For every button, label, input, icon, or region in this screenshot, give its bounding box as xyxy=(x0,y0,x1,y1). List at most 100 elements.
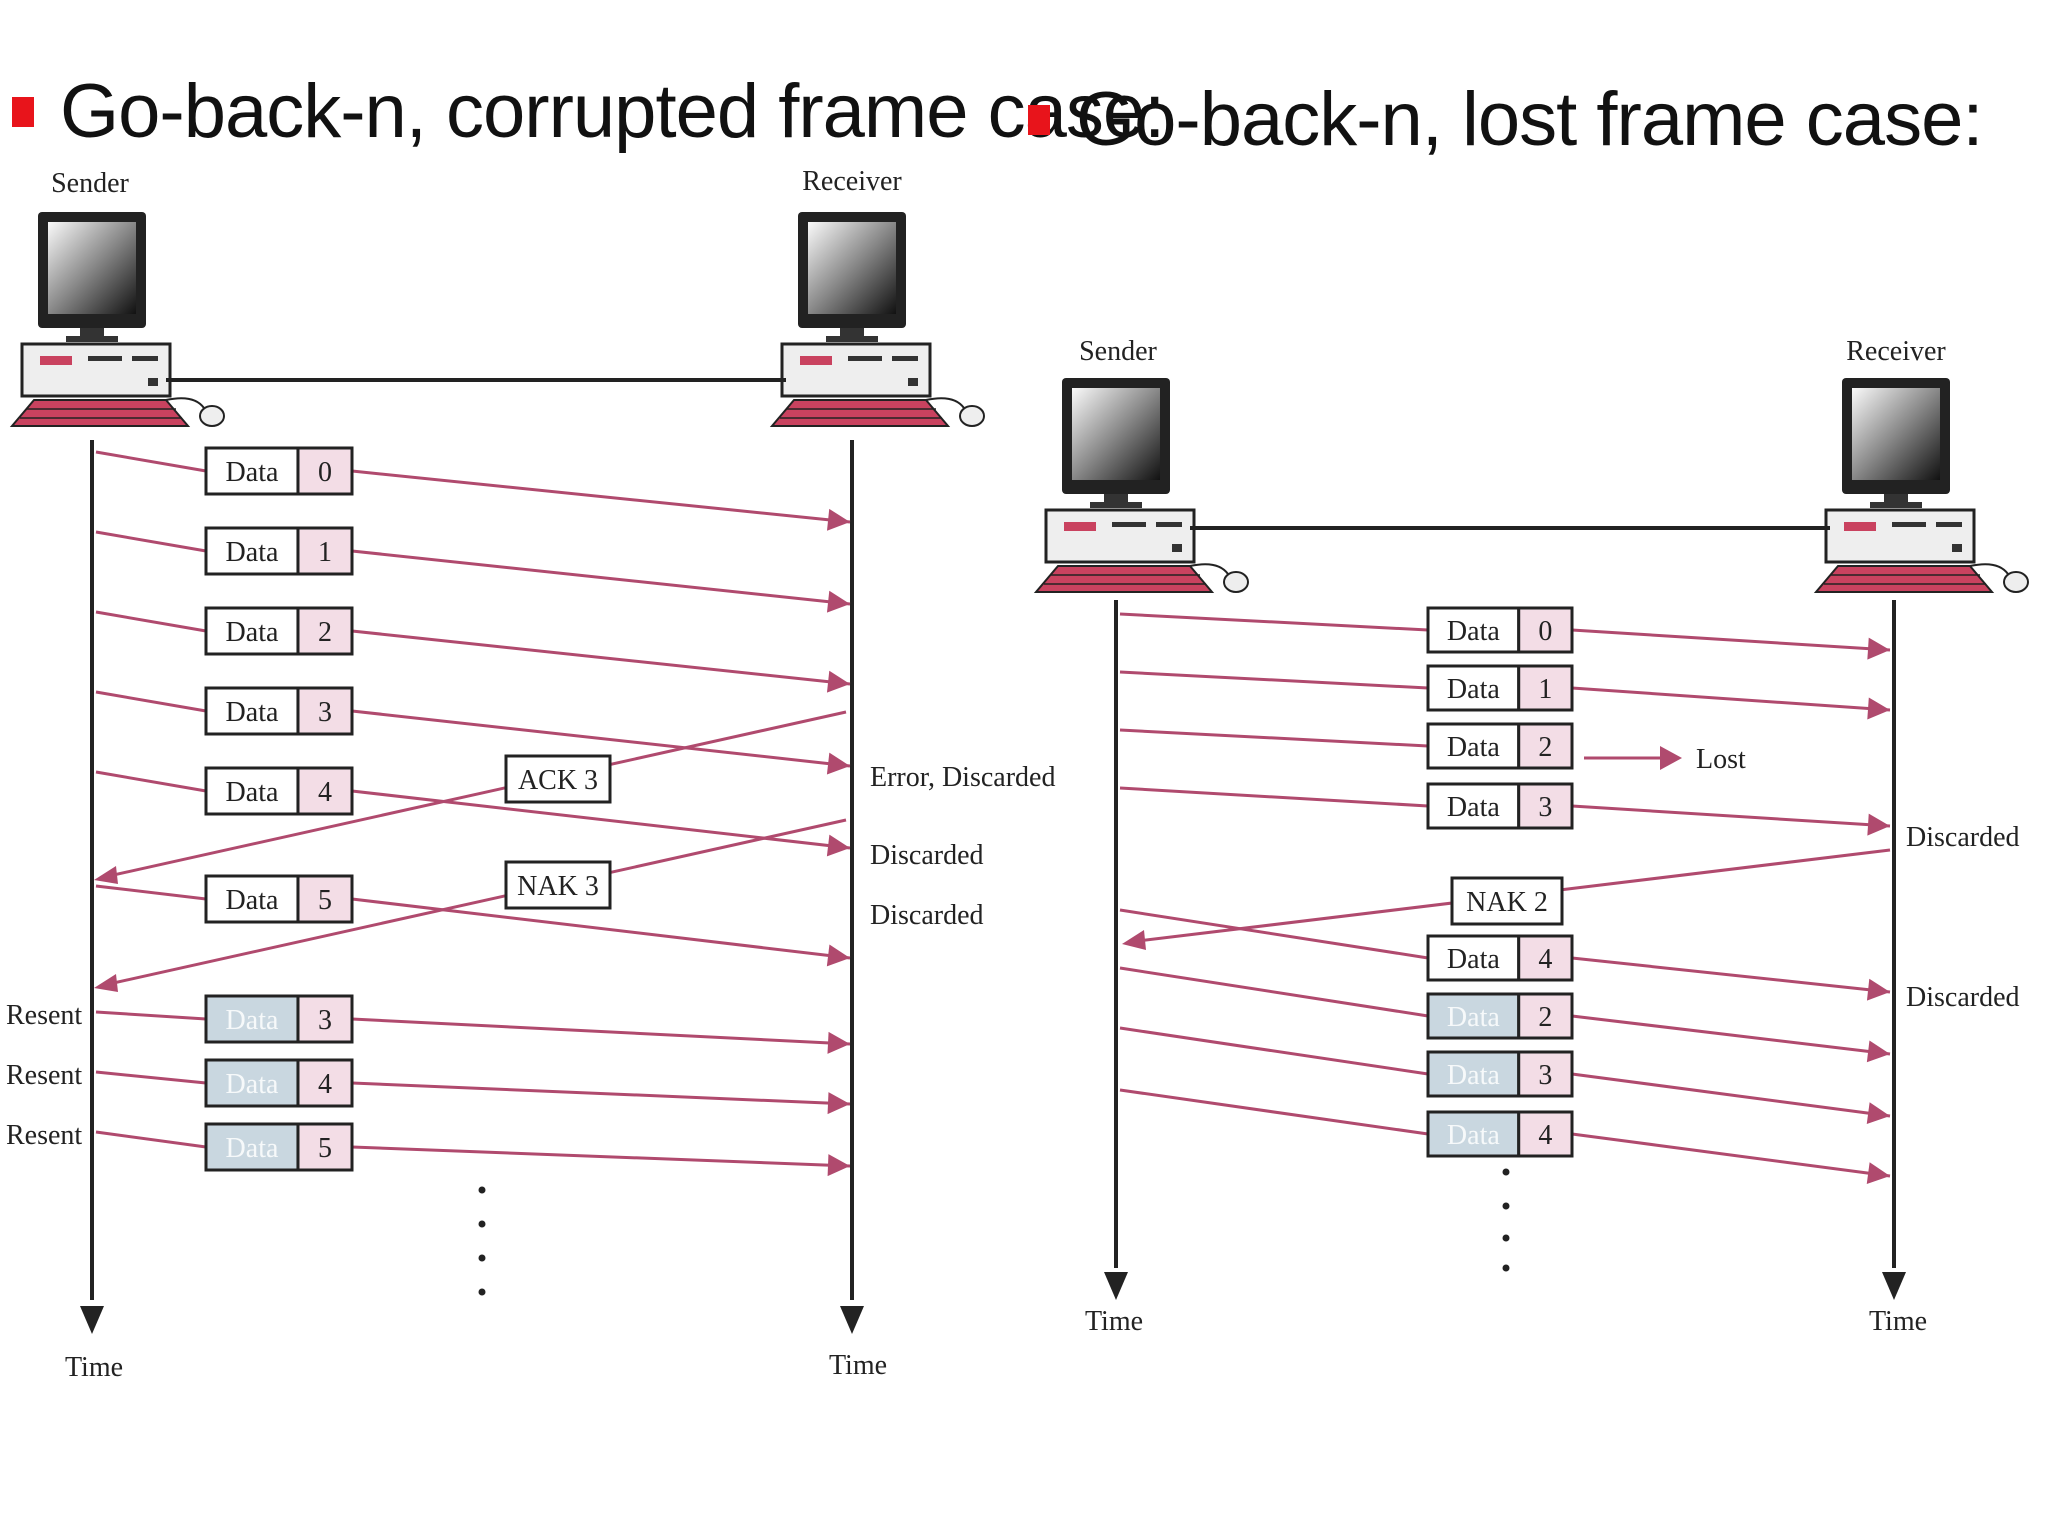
resent-data-frame: Data 5 xyxy=(95,1122,851,1177)
frame-label: Data xyxy=(1447,616,1500,647)
arrowhead-icon xyxy=(1866,978,1890,1001)
receiver-time-label: Time xyxy=(829,1350,887,1381)
continuation-dots xyxy=(1502,1168,1510,1272)
frame-label: Data xyxy=(226,457,279,488)
frame-number: 2 xyxy=(1538,1002,1552,1033)
frame-number-cell xyxy=(1517,934,1574,982)
arrowhead-icon xyxy=(1866,1040,1890,1063)
resent-label: Resent xyxy=(6,1060,82,1091)
frame-number: 4 xyxy=(318,777,332,808)
heading-lost-text: Go-back-n, lost frame case: xyxy=(1076,77,1983,162)
frame-number-cell xyxy=(296,446,354,496)
data-frame: Data 0 xyxy=(95,446,851,531)
frame-number-cell xyxy=(1517,606,1574,654)
arrowhead-icon xyxy=(1866,1102,1890,1125)
receiver-time-arrow-icon xyxy=(1882,1272,1906,1300)
resent-data-frame: Data 3 xyxy=(95,994,851,1054)
nak-3-label: NAK 3 xyxy=(517,871,599,902)
data-frame: Data 4 xyxy=(95,766,851,857)
outcome-lost: Lost xyxy=(1696,744,1746,775)
frame-label-cell xyxy=(204,606,300,656)
sender-label: Sender xyxy=(1079,336,1157,367)
arrowhead-icon xyxy=(826,590,850,613)
sender-label: Sender xyxy=(51,168,129,199)
frame-number-cell xyxy=(296,686,354,736)
bullet-icon xyxy=(1028,104,1050,135)
arrowhead-icon xyxy=(826,834,850,857)
frame-number: 5 xyxy=(318,1133,332,1164)
frame-number: 0 xyxy=(1538,616,1552,647)
outcome-discarded: Discarded xyxy=(870,900,984,931)
computer-icon xyxy=(770,210,986,428)
frame-number-cell xyxy=(296,874,354,924)
heading-lost-case: Go-back-n, lost frame case: xyxy=(1028,76,1983,163)
outcome-discarded: Discarded xyxy=(870,840,984,871)
frame-number-cell xyxy=(1517,1050,1574,1098)
frame-label-cell xyxy=(204,1058,300,1108)
sender-time-label: Time xyxy=(1085,1306,1143,1337)
arrowhead-icon xyxy=(94,866,118,884)
arrowhead-icon xyxy=(1866,1162,1890,1185)
frame-label: Data xyxy=(226,537,279,568)
frame-number: 2 xyxy=(318,617,332,648)
resent-label: Resent xyxy=(6,1000,82,1031)
heading-corrupted-text: Go-back-n, corrupted frame case: xyxy=(60,69,1165,154)
frame-label: Data xyxy=(1447,1002,1500,1033)
frame-label: Data xyxy=(226,1069,279,1100)
frame-number: 2 xyxy=(1538,732,1552,763)
frame-label: Data xyxy=(226,1133,279,1164)
frame-label: Data xyxy=(1447,944,1500,975)
frame-label: Data xyxy=(226,1005,279,1036)
frame-number: 0 xyxy=(318,457,332,488)
arrowhead-icon xyxy=(1660,746,1682,770)
frame-number: 1 xyxy=(1538,674,1552,705)
frame-number: 4 xyxy=(1538,1120,1552,1151)
bullet-icon xyxy=(12,96,34,127)
frame-number: 3 xyxy=(318,697,332,728)
outcome-discarded: Discarded xyxy=(1906,822,2020,853)
nak-3-box xyxy=(504,860,612,910)
frame-number-cell xyxy=(296,606,354,656)
frame-label-cell xyxy=(204,994,300,1044)
arrowhead-icon xyxy=(826,508,850,531)
data-frame: Data 0 xyxy=(1119,606,1891,660)
arrowhead-icon xyxy=(94,974,118,992)
ack-3-box xyxy=(504,754,612,804)
frame-label-cell xyxy=(1426,934,1521,982)
sender-time-arrow-icon xyxy=(1104,1272,1128,1300)
frame-number: 3 xyxy=(1538,792,1552,823)
frame-number-cell xyxy=(1517,992,1574,1040)
receiver-time-arrow-icon xyxy=(840,1306,864,1334)
frame-number: 4 xyxy=(1538,944,1552,975)
frame-label: Data xyxy=(1447,1060,1500,1091)
frame-number: 5 xyxy=(318,885,332,916)
frame-label: Data xyxy=(226,777,279,808)
frame-number-cell xyxy=(296,1122,354,1172)
sender-time-label: Time xyxy=(65,1352,123,1383)
arrowhead-icon xyxy=(1122,930,1146,950)
computer-icon xyxy=(1814,376,2030,594)
frame-number: 4 xyxy=(318,1069,332,1100)
frame-label-cell xyxy=(1426,1110,1521,1158)
nak-2-label: NAK 2 xyxy=(1466,887,1548,918)
outcome-discarded: Discarded xyxy=(1906,982,2020,1013)
frame-number: 3 xyxy=(318,1005,332,1036)
computer-icon xyxy=(10,210,226,428)
sender-time-arrow-icon xyxy=(80,1306,104,1334)
resent-data-frame: Data 4 xyxy=(95,1058,851,1115)
frame-label: Data xyxy=(1447,792,1500,823)
arrowhead-icon xyxy=(1867,813,1890,836)
frame-label-cell xyxy=(1426,1050,1521,1098)
arrowhead-icon xyxy=(826,944,850,967)
receiver-time-label: Time xyxy=(1869,1306,1927,1337)
